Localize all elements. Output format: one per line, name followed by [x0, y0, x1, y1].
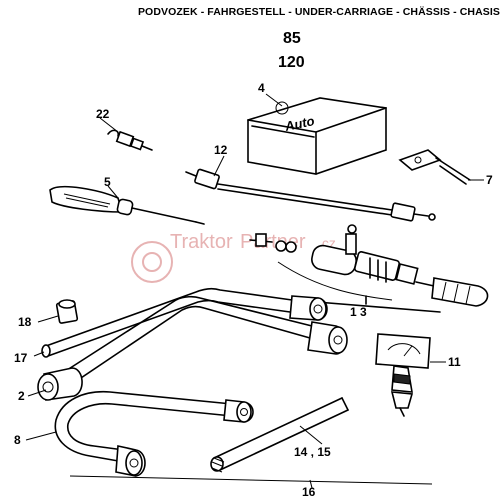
- watermark-text-a: Traktor: [170, 231, 233, 253]
- part-5-screwdriver: [49, 185, 205, 225]
- part-13-brace-assembly: [249, 224, 489, 313]
- part-22-bleed-screw: [107, 129, 153, 151]
- leader-lines: [25, 93, 484, 489]
- part-11-pressure-gauge: [375, 333, 431, 417]
- label-18: 18: [18, 315, 32, 329]
- label-8: 8: [14, 433, 21, 447]
- page-header: PODVOZEK - FAHRGESTELL - UNDER-CARRIAGE …: [137, 6, 500, 18]
- label-13: 1 3: [350, 305, 367, 319]
- model-number-85: 85: [283, 30, 301, 47]
- part-8-u-spanner: [54, 390, 254, 477]
- part-18-nut: [55, 299, 79, 324]
- label-12: 12: [214, 143, 228, 157]
- label-16: 16: [302, 485, 316, 499]
- part-4-tool-box: Auto: [247, 97, 387, 175]
- part-labels: 4 22 12 5 7 1 3 18 11 17 2 8 14 , 15 16: [14, 81, 493, 499]
- label-17: 17: [14, 351, 28, 365]
- label-2: 2: [18, 389, 25, 403]
- watermark: Traktor Partner .cz: [131, 231, 336, 283]
- label-22: 22: [96, 107, 110, 121]
- label-5: 5: [104, 175, 111, 189]
- box-logo: Auto: [283, 113, 316, 134]
- label-14-15: 14 , 15: [294, 445, 331, 459]
- part-7-key: [398, 149, 471, 185]
- label-11: 11: [448, 355, 461, 369]
- part-12-extension-rod: [185, 168, 436, 222]
- part-17-2-wheel-brace: [37, 287, 348, 401]
- label-7: 7: [486, 173, 493, 187]
- model-number-120: 120: [278, 54, 305, 71]
- label-4: 4: [258, 81, 265, 95]
- part-14-15-tommy-bar: [210, 397, 349, 473]
